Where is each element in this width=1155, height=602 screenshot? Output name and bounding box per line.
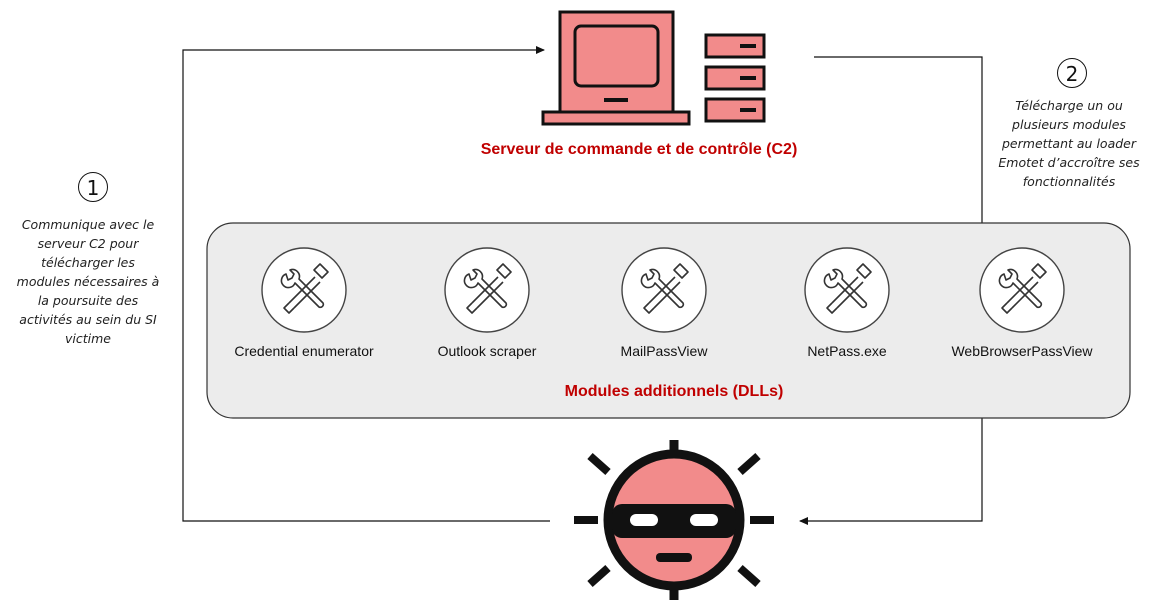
step1-description-line: Communique avec le: [21, 217, 155, 232]
module-label: WebBrowserPassView: [951, 343, 1093, 359]
connector-step2-lower: [799, 418, 983, 525]
connector-step2: [814, 56, 983, 223]
step2-description-line: fonctionnalités: [1022, 174, 1116, 189]
tools-icon: [621, 247, 707, 333]
step-2-description: Télécharge un ou plusieurs modules permett…: [983, 96, 1155, 191]
connector-step1: [182, 46, 550, 522]
tools-icon: [444, 247, 530, 333]
step-1-badge: 1: [78, 172, 108, 202]
step2-description-line: Télécharge un ou: [1015, 98, 1123, 113]
tools-icon: [261, 247, 347, 333]
step1-description-line: serveur C2 pour: [37, 236, 139, 251]
tools-icon: [979, 247, 1065, 333]
modules-title: Modules additionnels (DLLs): [564, 383, 784, 400]
step1-description-line: activités au sein du SI: [19, 312, 157, 327]
step-2-badge: 2: [1057, 58, 1087, 88]
virus-bandit-icon: [574, 440, 774, 600]
step1-description-line: victime: [65, 331, 111, 346]
server-rack-icon: [704, 33, 766, 123]
module-label: Outlook scraper: [437, 343, 537, 359]
step-1-description: Communique avec le serveur C2 pour télécha…: [2, 215, 174, 348]
computer-icon: [541, 10, 691, 126]
server-title: Serveur de commande et de contrôle (C2): [480, 141, 798, 158]
step2-description-line: Emotet d’accroître ses: [998, 155, 1140, 170]
module-label: MailPassView: [620, 343, 708, 359]
step1-description-line: télécharger les: [41, 255, 135, 270]
tools-icon: [804, 247, 890, 333]
module-label: Credential enumerator: [234, 343, 374, 359]
step1-description-line: la poursuite des: [37, 293, 139, 308]
step2-description-line: plusieurs modules: [1012, 117, 1126, 132]
step1-description-line: modules nécessaires à: [16, 274, 160, 289]
module-label: NetPass.exe: [807, 343, 887, 359]
step2-description-line: permettant au loader: [1002, 136, 1136, 151]
